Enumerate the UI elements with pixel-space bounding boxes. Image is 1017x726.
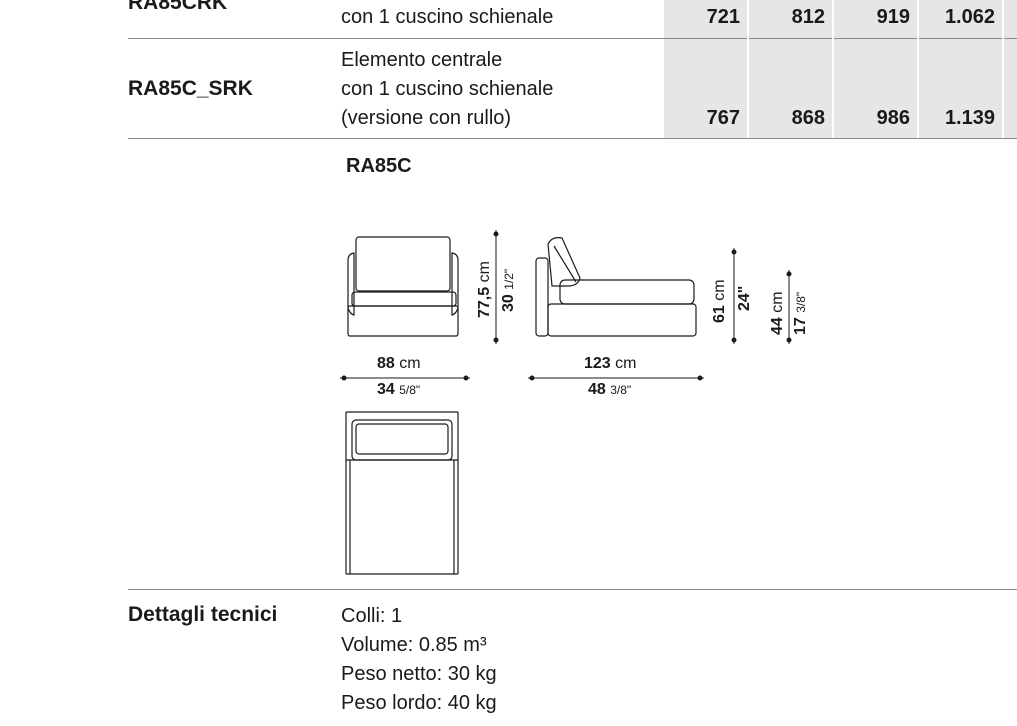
technical-drawing bbox=[340, 230, 792, 575]
column-divider bbox=[1002, 0, 1004, 138]
depth-label: 123 cm bbox=[584, 355, 637, 372]
details-colli: Colli: 1 bbox=[341, 605, 403, 627]
side-height-label: 61 cm bbox=[711, 279, 728, 323]
price-value: 812 bbox=[791, 6, 825, 28]
drawing-title: RA85C bbox=[346, 155, 412, 177]
details-volume: Volume: 0.85 m³ bbox=[341, 634, 487, 656]
side-view bbox=[535, 237, 697, 337]
row-divider bbox=[128, 38, 1017, 39]
price-value: 986 bbox=[876, 107, 910, 129]
column-divider bbox=[832, 0, 834, 138]
front-height-inch-label: 30 1/2" bbox=[500, 268, 517, 312]
top-view bbox=[345, 411, 459, 575]
section-divider bbox=[128, 589, 1017, 590]
front-height-label: 77,5 cm bbox=[476, 261, 493, 318]
depth-inch-label: 48 3/8" bbox=[588, 381, 632, 398]
price-value: 1.139 bbox=[944, 107, 995, 129]
product-code: RA85C_SRK bbox=[128, 77, 253, 100]
product-code: RA85CRK bbox=[128, 0, 228, 14]
row-divider bbox=[128, 138, 1017, 139]
product-description-line: con 1 cuscino schienale bbox=[341, 78, 554, 100]
product-description-line: con 1 cuscino schienale bbox=[341, 6, 554, 28]
width-label: 88 cm bbox=[377, 355, 421, 372]
details-peso-lordo: Peso lordo: 40 kg bbox=[341, 692, 497, 714]
seat-height-label: 44 cm bbox=[769, 291, 786, 335]
price-cell-bg bbox=[664, 0, 1017, 38]
seat-height-inch-label: 17 3/8" bbox=[792, 291, 809, 335]
column-divider bbox=[917, 0, 919, 138]
details-peso-netto: Peso netto: 30 kg bbox=[341, 663, 497, 685]
price-value: 767 bbox=[706, 107, 740, 129]
price-value: 868 bbox=[791, 107, 825, 129]
price-value: 1.062 bbox=[944, 6, 995, 28]
column-divider bbox=[747, 0, 749, 138]
front-view bbox=[347, 236, 459, 337]
details-heading: Dettagli tecnici bbox=[128, 603, 278, 626]
product-description-line: (versione con rullo) bbox=[341, 107, 512, 129]
price-value: 721 bbox=[706, 6, 740, 28]
price-cell-bg bbox=[664, 39, 1017, 138]
width-inch-label: 34 5/8" bbox=[377, 381, 421, 398]
price-value: 919 bbox=[876, 6, 910, 28]
product-description-line: Elemento centrale bbox=[341, 49, 503, 71]
side-height-inch-label: 24" bbox=[736, 285, 753, 311]
